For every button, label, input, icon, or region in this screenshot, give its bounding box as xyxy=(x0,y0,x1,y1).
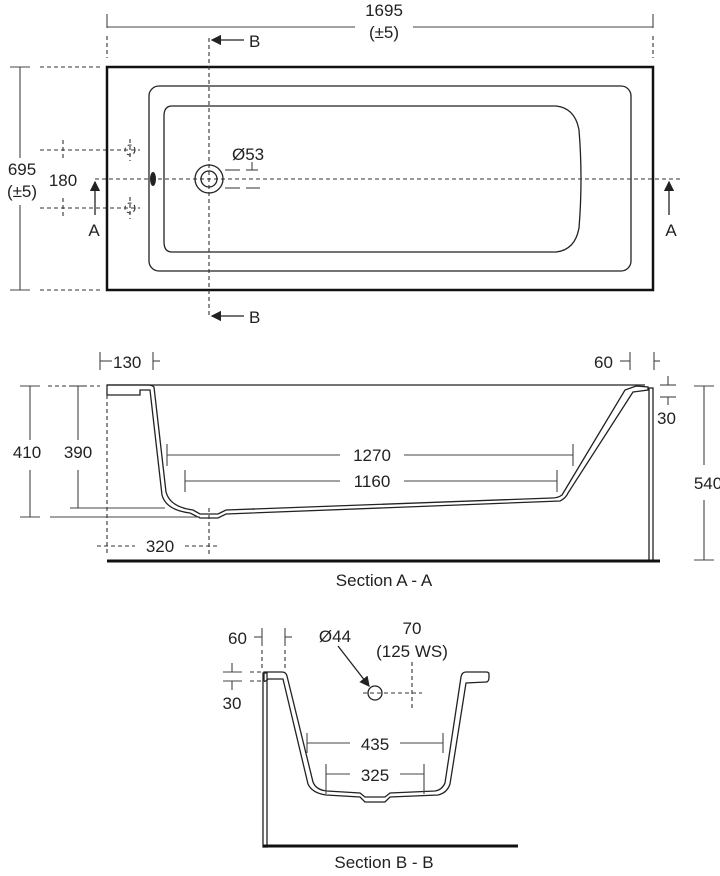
left-rim-label: 130 xyxy=(113,353,141,372)
section-a-title: Section A - A xyxy=(336,571,433,590)
section-a-marker-right: A xyxy=(665,221,677,240)
section-a-a: 130 60 30 410 390 540 1270 1160 3 xyxy=(13,352,720,590)
section-b-marker-bottom: B xyxy=(249,308,260,327)
overflow-icon xyxy=(150,172,156,186)
rim-label-b: 60 xyxy=(228,629,247,648)
overflow-pointer-icon xyxy=(337,645,370,688)
section-b-title: Section B - B xyxy=(334,853,433,872)
floor-length-label: 1160 xyxy=(354,472,391,491)
overflow-offset-ws-label: (125 WS) xyxy=(376,642,448,661)
section-b-marker-top: B xyxy=(249,32,260,51)
width-tolerance: (±5) xyxy=(7,182,37,201)
floor-width-label: 325 xyxy=(361,766,389,785)
tap-holes: 180 xyxy=(40,139,140,219)
waste-offset-label: 320 xyxy=(146,537,174,556)
bath-shell-profile-b xyxy=(263,671,490,803)
bath-basin xyxy=(163,105,582,253)
rim-thickness-label: 30 xyxy=(657,409,676,428)
bath-panel-b xyxy=(262,672,268,848)
width-label: 695 xyxy=(8,160,36,179)
section-a-marker-left: A xyxy=(88,221,100,240)
overflow-diameter-label: Ø44 xyxy=(319,627,351,646)
top-length-label: 1270 xyxy=(353,446,391,465)
top-width-label: 435 xyxy=(361,735,389,754)
plan-view: 1695 (±5) 695 (±5) 180 xyxy=(7,1,682,327)
bath-outer-rim xyxy=(105,65,655,292)
bath-panel xyxy=(648,387,654,562)
overall-depth-label: 410 xyxy=(13,443,41,462)
rim-thickness-label-b: 30 xyxy=(223,694,242,713)
waste-diameter-label: Ø53 xyxy=(232,145,264,164)
bath-shell-profile xyxy=(106,384,649,519)
section-b-b: Ø44 70 (125 WS) 60 30 435 325 Section B … xyxy=(223,619,518,872)
length-label: 1695 xyxy=(365,1,403,20)
width-dimension: 695 (±5) xyxy=(7,66,100,291)
length-tolerance: (±5) xyxy=(369,23,399,42)
tap-spacing-label: 180 xyxy=(49,171,77,190)
length-dimension: 1695 (±5) xyxy=(106,1,654,58)
right-rim-label: 60 xyxy=(594,353,613,372)
inner-depth-label: 390 xyxy=(64,443,92,462)
overflow-offset-label: 70 xyxy=(403,619,422,638)
overflow-hole-icon xyxy=(367,685,383,701)
total-height-label: 540 xyxy=(694,474,720,493)
